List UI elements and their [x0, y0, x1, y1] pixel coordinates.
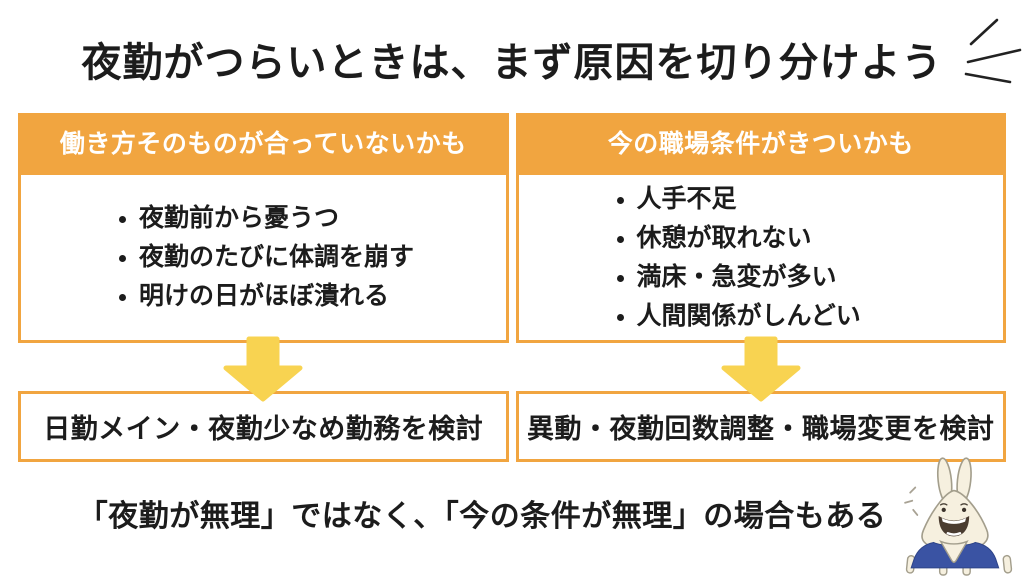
page-title: 夜勤がつらいときは、まず原因を切り分けよう	[81, 41, 943, 85]
arrow-row	[516, 336, 1007, 402]
arrow-row	[18, 336, 509, 402]
column-work-style-header: 働き方そのものが合っていないかも	[18, 113, 509, 175]
cause-columns: 働き方そのものが合っていないかも 夜勤前から憂うつ夜勤のたびに体調を崩す明けの日…	[18, 113, 1006, 462]
bullet-item: 人間関係がしんどい	[637, 297, 861, 336]
column-workplace-bullets-box: 人手不足休憩が取れない満床・急変が多い人間関係がしんどい	[515, 175, 1006, 343]
page-header: 夜勤がつらいときは、まず原因を切り分けよう	[0, 30, 1024, 88]
conclusion-box-workplace: 異動・夜勤回数調整・職場変更を検討	[515, 391, 1006, 462]
column-workplace-header: 今の職場条件がきついかも	[515, 113, 1006, 175]
bullet-item: 人手不足	[637, 180, 861, 219]
emphasis-lines-icon	[964, 18, 1022, 84]
bullet-item: 夜勤のたびに体調を崩す	[139, 238, 414, 277]
sparkle-lines-icon	[904, 486, 919, 516]
bullet-item: 休憩が取れない	[637, 219, 861, 258]
bullet-item: 明けの日がほぼ潰れる	[139, 277, 414, 316]
bullet-list: 人手不足休憩が取れない満床・急変が多い人間関係がしんどい	[519, 180, 861, 336]
bullet-item: 夜勤前から憂うつ	[139, 199, 414, 238]
column-work-style-bullets-box: 夜勤前から憂うつ夜勤のたびに体調を崩す明けの日がほぼ潰れる	[18, 175, 509, 343]
footer-note: 「夜勤が無理」ではなく、「今の条件が無理」の場合もある	[77, 500, 887, 533]
bullet-list: 夜勤前から憂うつ夜勤のたびに体調を崩す明けの日がほぼ潰れる	[21, 199, 414, 316]
column-work-style: 働き方そのものが合っていないかも 夜勤前から憂うつ夜勤のたびに体調を崩す明けの日…	[18, 113, 509, 462]
bullet-item: 満床・急変が多い	[637, 258, 861, 297]
column-workplace-conditions: 今の職場条件がきついかも 人手不足休憩が取れない満床・急変が多い人間関係がしんど…	[515, 113, 1007, 462]
conclusion-box-work-style: 日勤メイン・夜勤少なめ勤務を検討	[18, 391, 509, 462]
rabbit-nurse-character-illustration	[904, 457, 1013, 576]
